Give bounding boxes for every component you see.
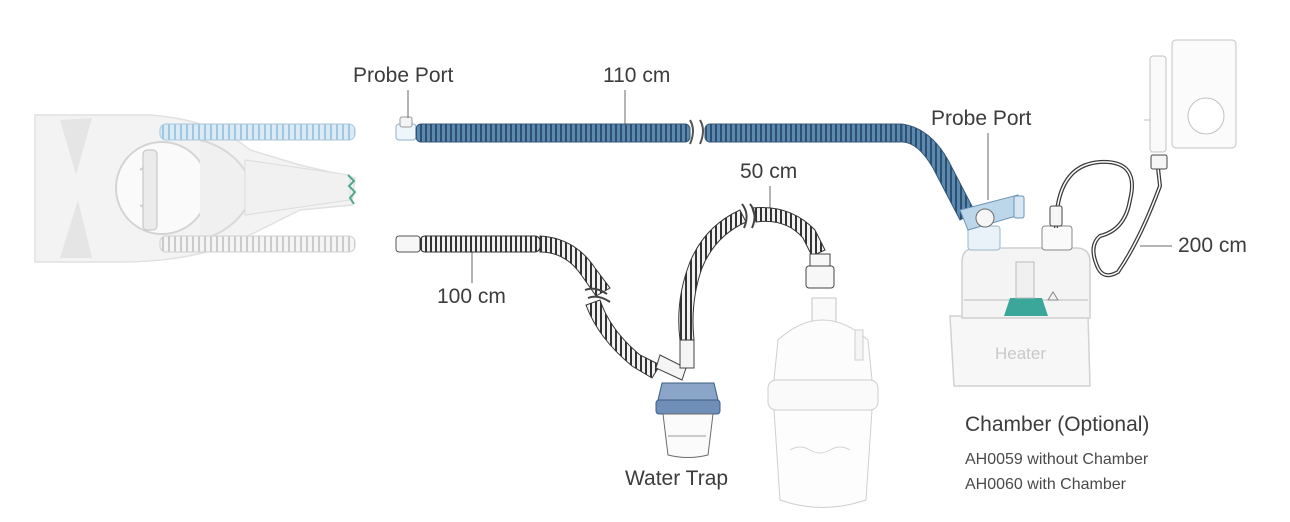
chamber-option-with: AH0060 with Chamber: [965, 476, 1126, 493]
heater-controller-device: [1144, 39, 1237, 153]
water-trap: [655, 382, 721, 458]
humidification-chamber: [961, 225, 1091, 319]
water-trap-label: Water Trap: [625, 467, 729, 490]
heater-label: Heater: [995, 344, 1047, 363]
probe-port-right-label: Probe Port: [931, 107, 1032, 130]
patient-infant-illustration: [34, 114, 357, 263]
length-110cm-label: 110 cm: [603, 64, 671, 87]
length-50cm-label: 50 cm: [740, 160, 798, 183]
expiratory-tube-100cm: [395, 235, 687, 381]
chamber-title: Chamber (Optional): [965, 413, 1150, 436]
inspiratory-tube-110cm: [395, 116, 976, 221]
length-100cm-label: 100 cm: [437, 285, 506, 308]
probe-port-right-connector: [959, 194, 1025, 231]
chamber-option-without: AH0059 without Chamber: [965, 451, 1149, 468]
heater-wire-200cm: [1049, 154, 1168, 278]
humidifier-jar-faded: [767, 297, 879, 508]
tube-50cm: [678, 203, 835, 369]
length-200cm-label: 200 cm: [1178, 234, 1247, 257]
probe-port-left-label: Probe Port: [353, 64, 454, 87]
